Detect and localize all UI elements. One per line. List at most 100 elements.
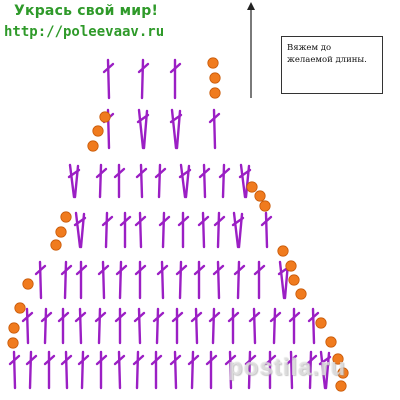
bead-icon bbox=[207, 57, 219, 69]
note-box: Вяжем до желаемой длины. bbox=[281, 36, 383, 94]
bead-icon bbox=[337, 367, 349, 379]
stitch-symbol-icon bbox=[60, 260, 73, 300]
stitch-symbol-icon bbox=[233, 260, 246, 300]
bead-icon bbox=[14, 302, 26, 314]
direction-arrow-icon bbox=[247, 2, 255, 98]
bead-icon bbox=[285, 260, 297, 272]
bead-icon bbox=[92, 125, 104, 137]
stitch-symbol-icon bbox=[169, 108, 183, 150]
bead-icon bbox=[209, 72, 221, 84]
stitch-symbol-icon bbox=[197, 211, 210, 249]
stitch-symbol-icon bbox=[253, 260, 266, 300]
stitch-symbol-icon bbox=[318, 350, 332, 390]
bead-icon bbox=[335, 380, 347, 392]
stitch-symbol-icon bbox=[150, 350, 163, 390]
stitch-symbol-icon bbox=[57, 307, 70, 345]
stitch-symbol-icon bbox=[8, 350, 21, 390]
bead-icon bbox=[87, 140, 99, 152]
stitch-symbol-icon bbox=[95, 163, 108, 199]
stitch-symbol-icon bbox=[171, 307, 184, 345]
site-title: Укрась свой мир! bbox=[14, 3, 159, 19]
stitch-symbol-icon bbox=[260, 211, 273, 249]
bead-icon bbox=[277, 245, 289, 257]
stitch-symbol-icon bbox=[21, 307, 34, 345]
bead-icon bbox=[295, 288, 307, 300]
stitch-symbol-icon bbox=[238, 163, 252, 199]
bead-icon bbox=[60, 211, 72, 223]
stitch-symbol-icon bbox=[43, 350, 56, 390]
stitch-symbol-icon bbox=[158, 211, 171, 249]
stitch-symbol-icon bbox=[285, 350, 298, 390]
site-url[interactable]: http://poleevaav.ru bbox=[4, 24, 165, 40]
stitch-symbol-icon bbox=[114, 307, 127, 345]
stitch-symbol-icon bbox=[248, 307, 261, 345]
stitch-symbol-icon bbox=[74, 307, 87, 345]
stitch-symbol-icon bbox=[208, 108, 221, 150]
bead-icon bbox=[254, 190, 266, 202]
stitch-symbol-icon bbox=[134, 211, 147, 249]
stitch-symbol-icon bbox=[40, 307, 53, 345]
bead-icon bbox=[325, 336, 337, 348]
stitch-symbol-icon bbox=[115, 260, 128, 300]
stitch-symbol-icon bbox=[119, 211, 132, 249]
stitch-symbol-icon bbox=[60, 350, 73, 390]
stitch-symbol-icon bbox=[212, 260, 225, 300]
stitch-symbol-icon bbox=[152, 307, 165, 345]
bead-icon bbox=[50, 239, 62, 251]
bead-icon bbox=[259, 200, 271, 212]
stitch-symbol-icon bbox=[288, 307, 301, 345]
stitch-symbol-icon bbox=[178, 163, 192, 199]
stitch-symbol-icon bbox=[218, 163, 231, 199]
stitch-symbol-icon bbox=[154, 163, 167, 199]
stitch-symbol-icon bbox=[67, 163, 81, 199]
stitch-symbol-icon bbox=[264, 350, 277, 390]
bead-icon bbox=[288, 274, 300, 286]
stitch-symbol-icon bbox=[75, 260, 88, 300]
stitch-symbol-icon bbox=[97, 260, 110, 300]
bead-icon bbox=[8, 322, 20, 334]
stitch-symbol-icon bbox=[25, 350, 38, 390]
stitch-symbol-icon bbox=[135, 163, 148, 199]
stitch-symbol-icon bbox=[190, 307, 203, 345]
stitch-symbol-icon bbox=[231, 211, 245, 249]
stitch-symbol-icon bbox=[73, 211, 87, 249]
stitch-symbol-icon bbox=[94, 307, 107, 345]
stitch-symbol-icon bbox=[193, 260, 206, 300]
stitch-symbol-icon bbox=[224, 350, 237, 390]
stitch-symbol-icon bbox=[169, 58, 182, 100]
stitch-symbol-icon bbox=[269, 307, 282, 345]
stitch-symbol-icon bbox=[95, 350, 108, 390]
bead-icon bbox=[246, 181, 258, 193]
bead-icon bbox=[22, 278, 34, 290]
stitch-symbol-icon bbox=[137, 58, 150, 100]
stitch-symbol-icon bbox=[305, 350, 318, 390]
stitch-symbol-icon bbox=[113, 350, 126, 390]
bead-icon bbox=[315, 317, 327, 329]
stitch-symbol-icon bbox=[205, 350, 218, 390]
stitch-symbol-icon bbox=[133, 307, 146, 345]
stitch-symbol-icon bbox=[102, 58, 115, 100]
stitch-symbol-icon bbox=[34, 260, 47, 300]
bead-icon bbox=[7, 337, 19, 349]
bead-icon bbox=[99, 111, 111, 123]
stitch-symbol-icon bbox=[136, 108, 150, 150]
watermark: postila.ru bbox=[228, 354, 347, 381]
stitch-symbol-icon bbox=[101, 211, 114, 249]
stitch-symbol-icon bbox=[134, 260, 147, 300]
stitch-symbol-icon bbox=[227, 307, 240, 345]
stitch-symbol-icon bbox=[77, 350, 90, 390]
stitch-symbol-icon bbox=[208, 307, 221, 345]
stitch-symbol-icon bbox=[169, 350, 182, 390]
stitch-symbol-icon bbox=[132, 350, 145, 390]
stitch-symbol-icon bbox=[177, 211, 190, 249]
stitch-symbol-icon bbox=[244, 350, 257, 390]
stitch-symbol-icon bbox=[213, 211, 226, 249]
stitch-symbol-icon bbox=[187, 350, 200, 390]
stitch-symbol-icon bbox=[175, 260, 188, 300]
bead-icon bbox=[55, 226, 67, 238]
stitch-symbol-icon bbox=[307, 307, 320, 345]
bead-icon bbox=[332, 353, 344, 365]
stitch-symbol-icon bbox=[198, 163, 211, 199]
stitch-symbol-icon bbox=[156, 260, 169, 300]
